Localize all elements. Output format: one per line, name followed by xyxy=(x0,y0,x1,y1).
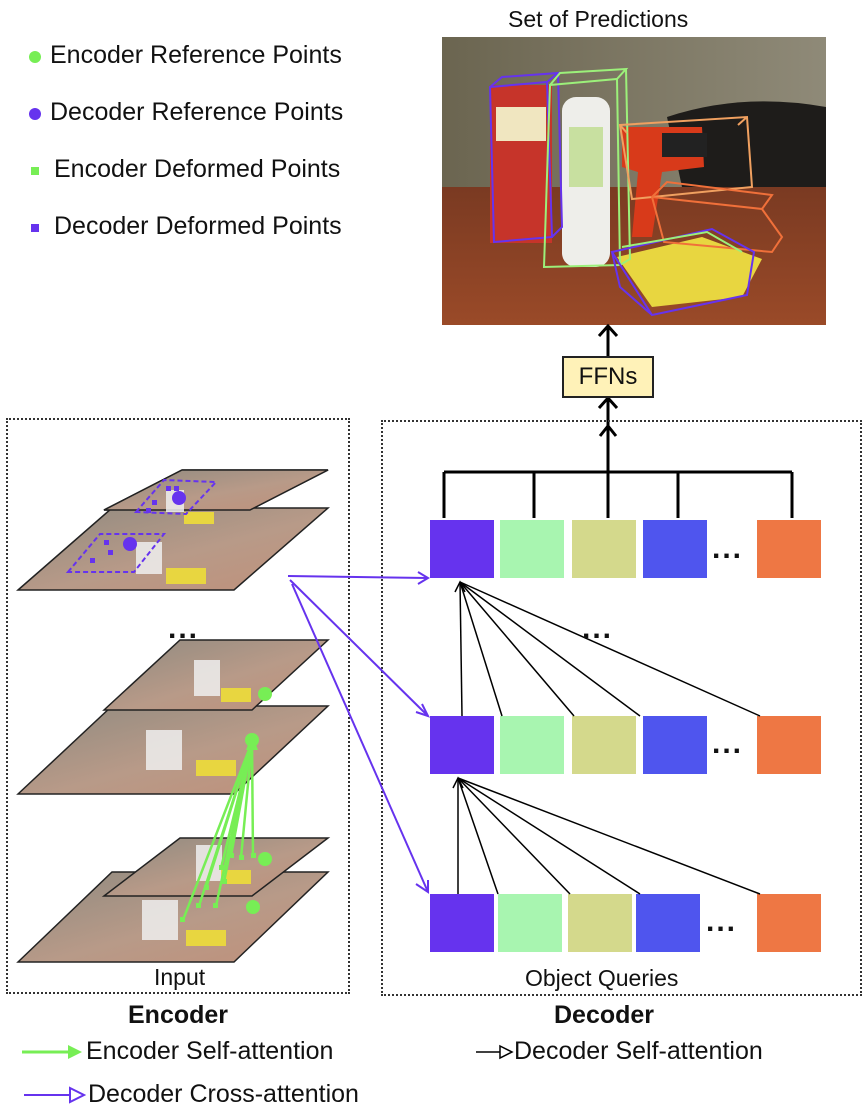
decoder-cross-attention-arrows xyxy=(287,571,430,894)
encoder-feature-maps xyxy=(16,469,331,963)
encoder-panel xyxy=(6,418,350,994)
ffn-label: FFNs xyxy=(578,363,638,390)
feature-map-stack-middle xyxy=(16,639,330,795)
encoder-title: Encoder xyxy=(128,1001,229,1029)
decoder-row-middle-ellipsis: ... xyxy=(712,727,744,760)
legend: Encoder Reference Points Decoder Referen… xyxy=(20,38,400,258)
ffn-box: FFNs xyxy=(562,356,654,398)
decoder-self-attention-arrow-icon xyxy=(476,1044,514,1060)
predictions-image xyxy=(442,37,826,325)
encoder-reference-point-icon xyxy=(29,51,41,63)
decoder-cross-attention-arrow-icon xyxy=(24,1086,86,1104)
query-row-bottom xyxy=(430,894,821,952)
decoder-queries-label: Object Queries xyxy=(525,965,679,991)
decoder-title: Decoder xyxy=(554,1001,655,1029)
decoder-reference-point-icon xyxy=(29,108,41,120)
legend-decoder-self-attention: Decoder Self-attention xyxy=(514,1037,763,1065)
predictions-title: Set of Predictions xyxy=(508,6,689,32)
legend-decoder-cross-attention: Decoder Cross-attention xyxy=(88,1080,359,1108)
encoder-self-attention-arrow-icon xyxy=(22,1045,82,1059)
legend-encoder-deformed-points: Encoder Deformed Points xyxy=(54,155,341,183)
legend-encoder-self-attention: Encoder Self-attention xyxy=(86,1037,334,1065)
encoder-ellipsis: ... xyxy=(168,612,200,645)
decoder-self-attention-lower xyxy=(452,776,761,895)
decoder-graph xyxy=(287,423,821,952)
legend-encoder-reference-points: Encoder Reference Points xyxy=(50,41,342,69)
encoder-input-label: Input xyxy=(154,964,206,990)
decoder-between-rows-ellipsis: ... xyxy=(582,612,614,645)
decoder-deformed-point-icon xyxy=(31,224,39,232)
legend-decoder-reference-points: Decoder Reference Points xyxy=(50,98,344,126)
query-row-middle xyxy=(430,716,821,774)
decoder-panel xyxy=(381,420,862,996)
encoder-deformed-point-icon xyxy=(31,167,39,175)
decoder-row-bottom-ellipsis: ... xyxy=(706,905,738,938)
decoder-row-top-ellipsis: ... xyxy=(712,532,744,565)
encoder-self-attention-arrows xyxy=(181,741,255,921)
decoder-self-attention-upper xyxy=(454,580,761,717)
legend-decoder-deformed-points: Decoder Deformed Points xyxy=(54,212,342,240)
query-row-top xyxy=(430,520,821,578)
feature-map-stack-bottom xyxy=(16,837,331,963)
feature-map-stack-top xyxy=(16,469,331,591)
